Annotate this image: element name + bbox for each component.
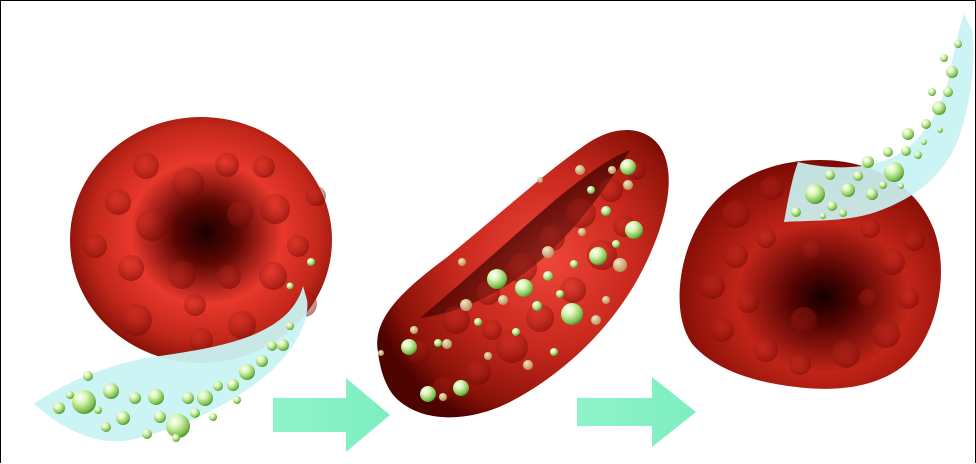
oxygen-stream-right — [784, 14, 973, 222]
arrow-1 — [273, 378, 390, 452]
sickle-cell — [377, 130, 669, 417]
arrow-2 — [577, 377, 696, 447]
